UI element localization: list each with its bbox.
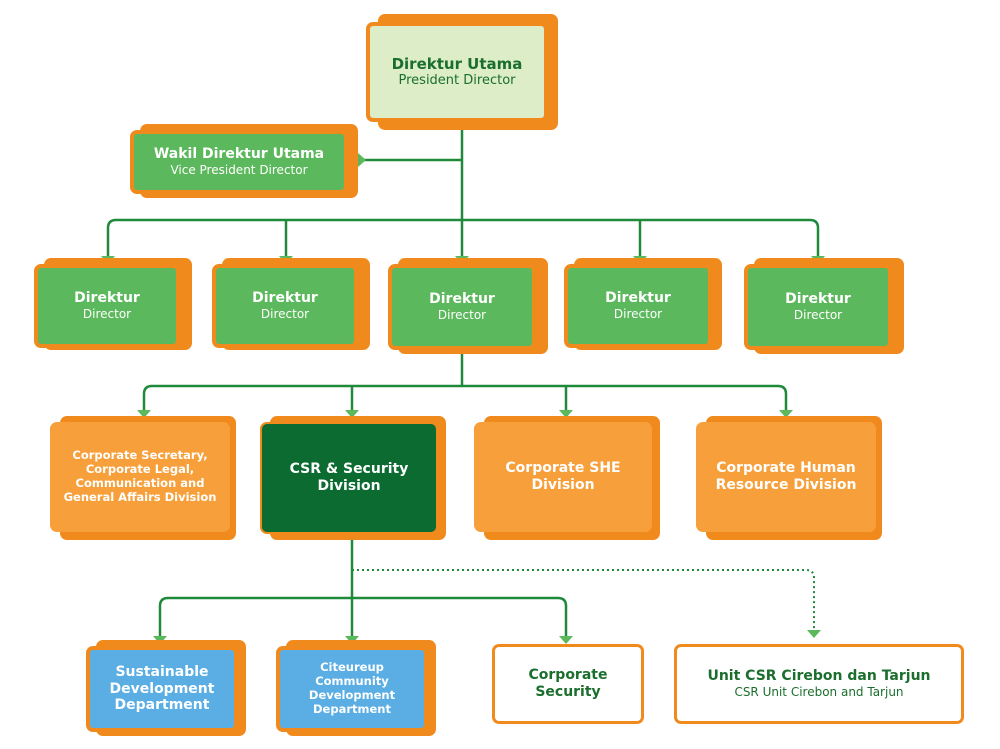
director-subtitle: Director bbox=[613, 307, 663, 322]
director-subtitle: Director bbox=[793, 308, 843, 323]
connector-dotted bbox=[352, 569, 815, 632]
division-title: Corporate SHE Division bbox=[505, 460, 621, 493]
director-title: Direktur bbox=[785, 291, 851, 308]
connector-departments-bus bbox=[158, 596, 568, 636]
department-title: Corporate Security bbox=[528, 667, 608, 700]
director-title: Direktur bbox=[605, 290, 671, 307]
vice-president-subtitle: Vice President Director bbox=[170, 163, 308, 178]
arrow-department-4 bbox=[807, 630, 821, 638]
department-title: Sustainable Development Department bbox=[109, 663, 215, 714]
division-title: CSR & Security Division bbox=[289, 461, 409, 494]
department-title: Citeureup Community Development Departme… bbox=[308, 660, 396, 716]
division-title: Corporate Human Resource Division bbox=[715, 460, 857, 493]
vice-president-title: Wakil Direktur Utama bbox=[153, 146, 325, 163]
director-subtitle: Director bbox=[82, 307, 132, 322]
arrow-division-2 bbox=[345, 410, 359, 418]
arrow-division-1 bbox=[137, 410, 151, 418]
director-subtitle: Director bbox=[260, 307, 310, 322]
president-title: Direktur Utama bbox=[391, 55, 523, 74]
department-subtitle: CSR Unit Cirebon and Tarjun bbox=[734, 685, 904, 700]
arrow-division-4 bbox=[779, 410, 793, 418]
arrow-department-3 bbox=[559, 636, 573, 644]
director-title: Direktur bbox=[252, 290, 318, 307]
arrow-division-3 bbox=[559, 410, 573, 418]
arrow-vp bbox=[358, 153, 366, 167]
director-title: Direktur bbox=[429, 291, 495, 308]
connector-directors-bus bbox=[106, 218, 820, 258]
division-title: Corporate Secretary, Corporate Legal, Co… bbox=[63, 448, 217, 504]
department-title: Unit CSR Cirebon dan Tarjun bbox=[707, 668, 931, 685]
director-title: Direktur bbox=[74, 290, 140, 307]
connector-divisions-bus bbox=[142, 384, 788, 412]
director-subtitle: Director bbox=[437, 308, 487, 323]
president-subtitle: President Director bbox=[398, 73, 516, 89]
